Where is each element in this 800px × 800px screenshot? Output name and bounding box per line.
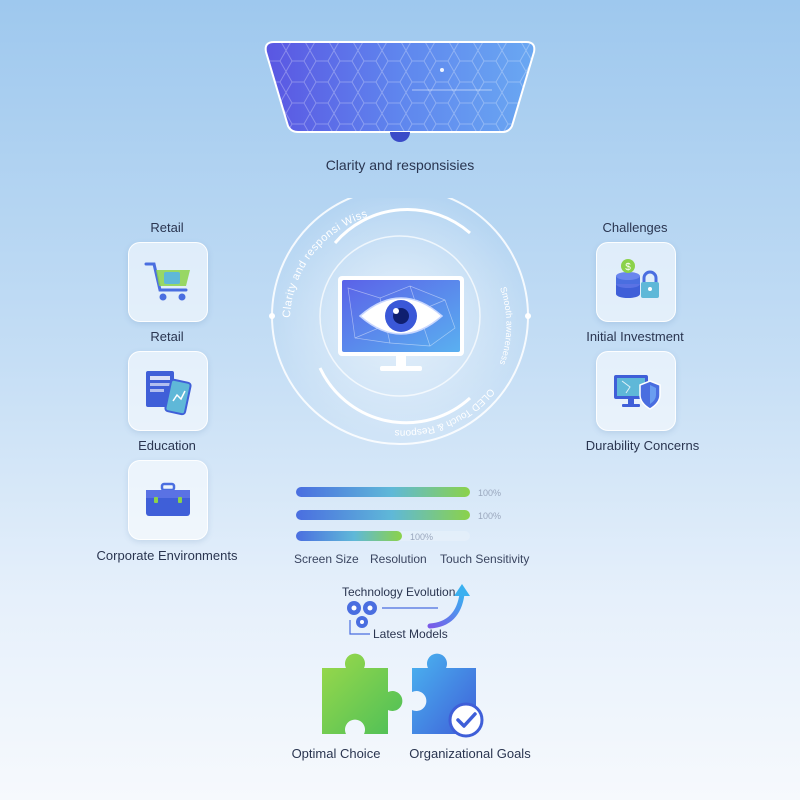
checkmark-badge-icon [448, 702, 484, 738]
right-label-1: Challenges [602, 220, 668, 235]
bar-value-2: 100% [478, 511, 502, 521]
bar-3 [296, 531, 403, 541]
tile-retail-tablet[interactable] [128, 351, 208, 431]
tile-challenges-coins[interactable]: $ [596, 242, 676, 322]
right-label-3: Durability Concerns [585, 438, 700, 453]
bar-value-1: 100% [478, 488, 502, 498]
shopping-cart-icon [144, 262, 190, 301]
axis-label-resolution: Resolution [370, 552, 427, 566]
coins-lock-icon: $ [616, 259, 659, 298]
curved-arrow-icon [427, 591, 465, 629]
tile-education-briefcase[interactable] [128, 460, 208, 540]
left-label-4: Corporate Environments [96, 548, 238, 563]
evolution-subtitle: Latest Models [373, 627, 448, 641]
tile-investment-monitor[interactable] [596, 351, 676, 431]
gears-arrow-graphic [347, 584, 470, 635]
bar-value-3: 100% [410, 532, 434, 542]
page-title: Clarity and responsisies [325, 157, 475, 173]
monitor-eye-icon [338, 276, 464, 371]
tile-retail-cart[interactable] [128, 242, 208, 322]
ring-svg: Clarity and responsi Wiss Smooth awarene… [260, 198, 531, 445]
left-label-3: Education [138, 438, 196, 453]
tablet-document-icon [146, 371, 192, 416]
puzzle-piece-green-icon [322, 653, 403, 734]
puzzle-pieces-graphic [322, 653, 484, 738]
left-label-2: Retail [150, 329, 184, 344]
svg-text:$: $ [625, 262, 631, 273]
monitor-shield-icon [614, 375, 661, 410]
briefcase-icon [146, 482, 190, 516]
bottom-left-label: Optimal Choice [291, 746, 381, 761]
left-label-1: Retail [150, 220, 184, 235]
bar-2 [296, 510, 470, 520]
bottom-right-label: Organizational Goals [409, 746, 531, 761]
evolution-title: Technology Evolution [342, 585, 456, 599]
axis-label-screen-size: Screen Size [294, 552, 359, 566]
bar-1 [296, 487, 470, 497]
right-label-2: Initial Investment [586, 329, 684, 344]
axis-label-touch-sensitivity: Touch Sensitivity [440, 552, 530, 566]
hexagon-banner-graphic [264, 41, 536, 142]
